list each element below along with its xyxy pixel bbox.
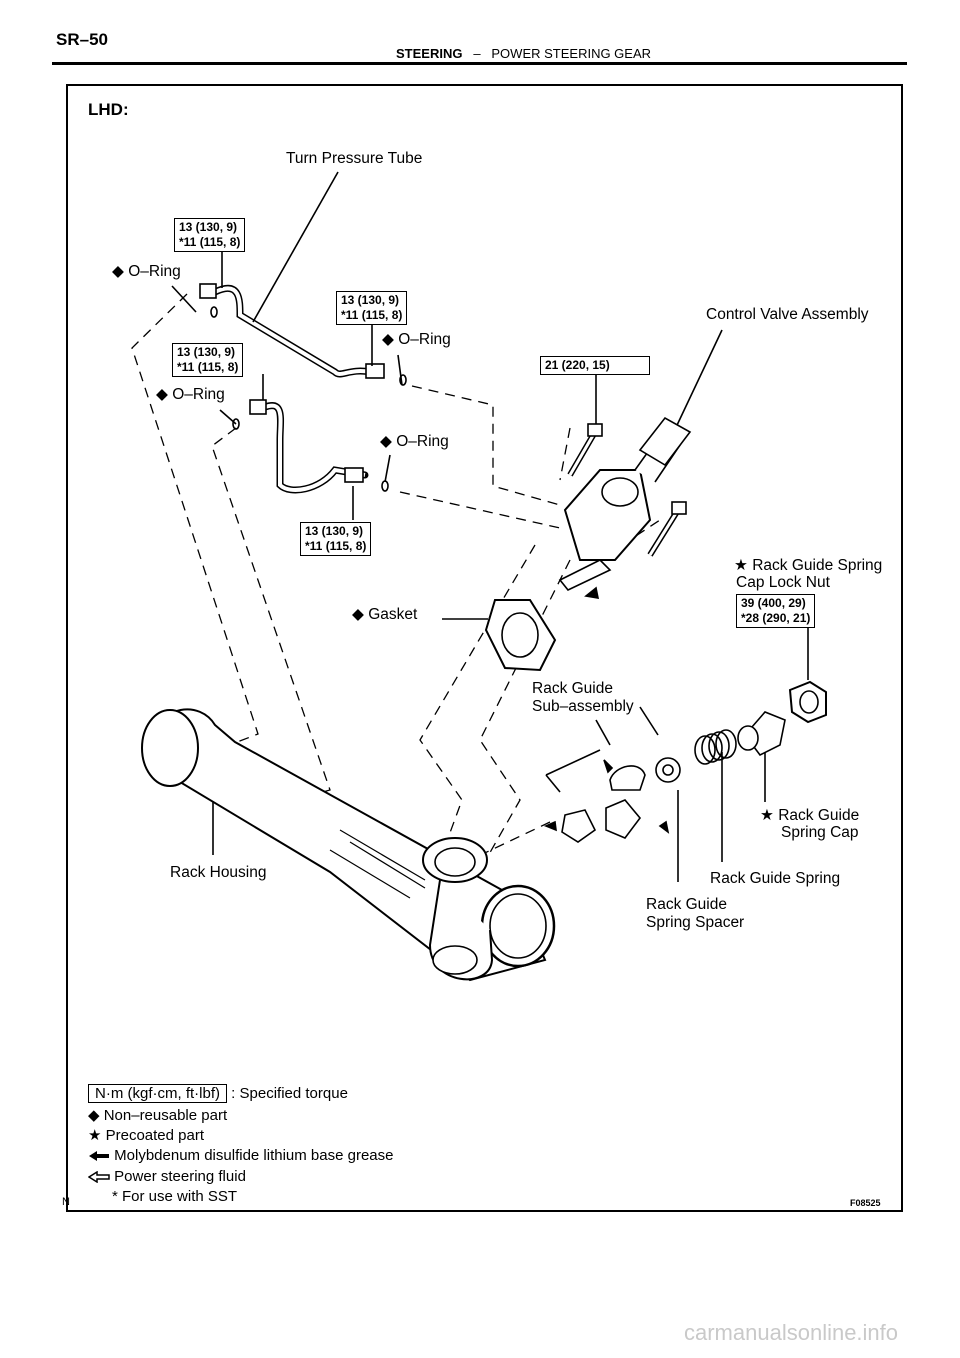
torque-6-sst-value: *28 (290, 21) bbox=[741, 611, 811, 625]
legend-fluid: Power steering fluid bbox=[87, 1168, 246, 1185]
torque-5-value: 21 (220, 15) bbox=[545, 358, 610, 372]
torque-2-value: 13 (130, 9) bbox=[341, 293, 400, 307]
corner-letter: N bbox=[62, 1196, 70, 1208]
torque-3-sst-value: *11 (115, 8) bbox=[177, 360, 239, 374]
legend-torque: N·m (kgf·cm, ft·lbf) : Specified torque bbox=[88, 1084, 348, 1103]
label-o-ring-1: ◆ O–Ring bbox=[112, 263, 181, 280]
legend-sst: * For use with SST bbox=[112, 1188, 238, 1205]
label-spring-cap-line2: Spring Cap bbox=[781, 824, 859, 841]
header-rule bbox=[52, 62, 907, 65]
torque-box-3: 13 (130, 9) *11 (115, 8) bbox=[172, 343, 244, 377]
label-o-ring-4: ◆ O–Ring bbox=[380, 433, 449, 450]
torque-3-value: 13 (130, 9) bbox=[177, 345, 236, 359]
torque-2-sst-value: *11 (115, 8) bbox=[341, 308, 403, 322]
legend-fluid-text: Power steering fluid bbox=[114, 1168, 246, 1185]
legend-grease: Molybdenum disulfide lithium base grease bbox=[88, 1147, 394, 1164]
torque-box-1: 13 (130, 9) *11 (115, 8) bbox=[174, 218, 246, 252]
torque-box-6: 39 (400, 29) *28 (290, 21) bbox=[736, 594, 816, 628]
subsection-name: POWER STEERING GEAR bbox=[491, 46, 652, 61]
label-control-valve-assembly: Control Valve Assembly bbox=[706, 306, 869, 323]
watermark: carmanualsonline.info bbox=[684, 1320, 899, 1345]
label-spring-spacer-line1: Rack Guide bbox=[646, 896, 727, 913]
label-rack-housing: Rack Housing bbox=[170, 864, 267, 881]
label-spring-spacer-line2: Spring Spacer bbox=[646, 914, 745, 931]
torque-box-4: 13 (130, 9) *11 (115, 8) bbox=[300, 522, 372, 556]
section-name: STEERING bbox=[396, 46, 463, 61]
label-spring-cap-lock-nut-line1: ★ Rack Guide Spring bbox=[734, 557, 883, 574]
page-code: SR–50 bbox=[56, 30, 108, 49]
label-spring-cap-line1: ★ Rack Guide bbox=[760, 807, 860, 824]
torque-4-sst-value: *11 (115, 8) bbox=[305, 539, 367, 553]
label-turn-pressure-tube: Turn Pressure Tube bbox=[286, 150, 423, 167]
torque-box-2: 13 (130, 9) *11 (115, 8) bbox=[336, 291, 408, 325]
label-rack-guide-spring: Rack Guide Spring bbox=[710, 870, 841, 887]
grease-arrow-icon bbox=[89, 1151, 109, 1162]
label-spring-cap-lock-nut-line2: Cap Lock Nut bbox=[736, 574, 830, 591]
label-o-ring-2: ◆ O–Ring bbox=[382, 331, 451, 348]
legend-non-reusable: ◆ Non–reusable part bbox=[88, 1107, 228, 1124]
page-header-title: STEERING – POWER STEERING GEAR bbox=[396, 46, 651, 61]
label-rack-guide-sub-line2: Sub–assembly bbox=[532, 698, 634, 715]
label-o-ring-3: ◆ O–Ring bbox=[156, 386, 225, 403]
torque-1-sst-value: *11 (115, 8) bbox=[179, 235, 241, 249]
diagram-frame bbox=[66, 84, 903, 1212]
header-separator: – bbox=[473, 46, 481, 61]
label-gasket: ◆ Gasket bbox=[352, 606, 418, 623]
torque-box-5: 21 (220, 15) bbox=[540, 356, 650, 375]
torque-4-value: 13 (130, 9) bbox=[305, 524, 364, 538]
figure-code: F08525 bbox=[850, 1198, 881, 1208]
variant-label: LHD: bbox=[88, 100, 129, 119]
legend-precoated: ★ Precoated part bbox=[88, 1127, 205, 1144]
legend-torque-text: : Specified torque bbox=[231, 1085, 348, 1102]
torque-1-value: 13 (130, 9) bbox=[179, 220, 238, 234]
legend-torque-box: N·m (kgf·cm, ft·lbf) bbox=[88, 1084, 227, 1103]
torque-6-value: 39 (400, 29) bbox=[741, 596, 806, 610]
legend-grease-text: Molybdenum disulfide lithium base grease bbox=[114, 1147, 394, 1164]
fluid-arrow-icon bbox=[87, 1170, 110, 1184]
label-rack-guide-sub-line1: Rack Guide bbox=[532, 680, 613, 697]
